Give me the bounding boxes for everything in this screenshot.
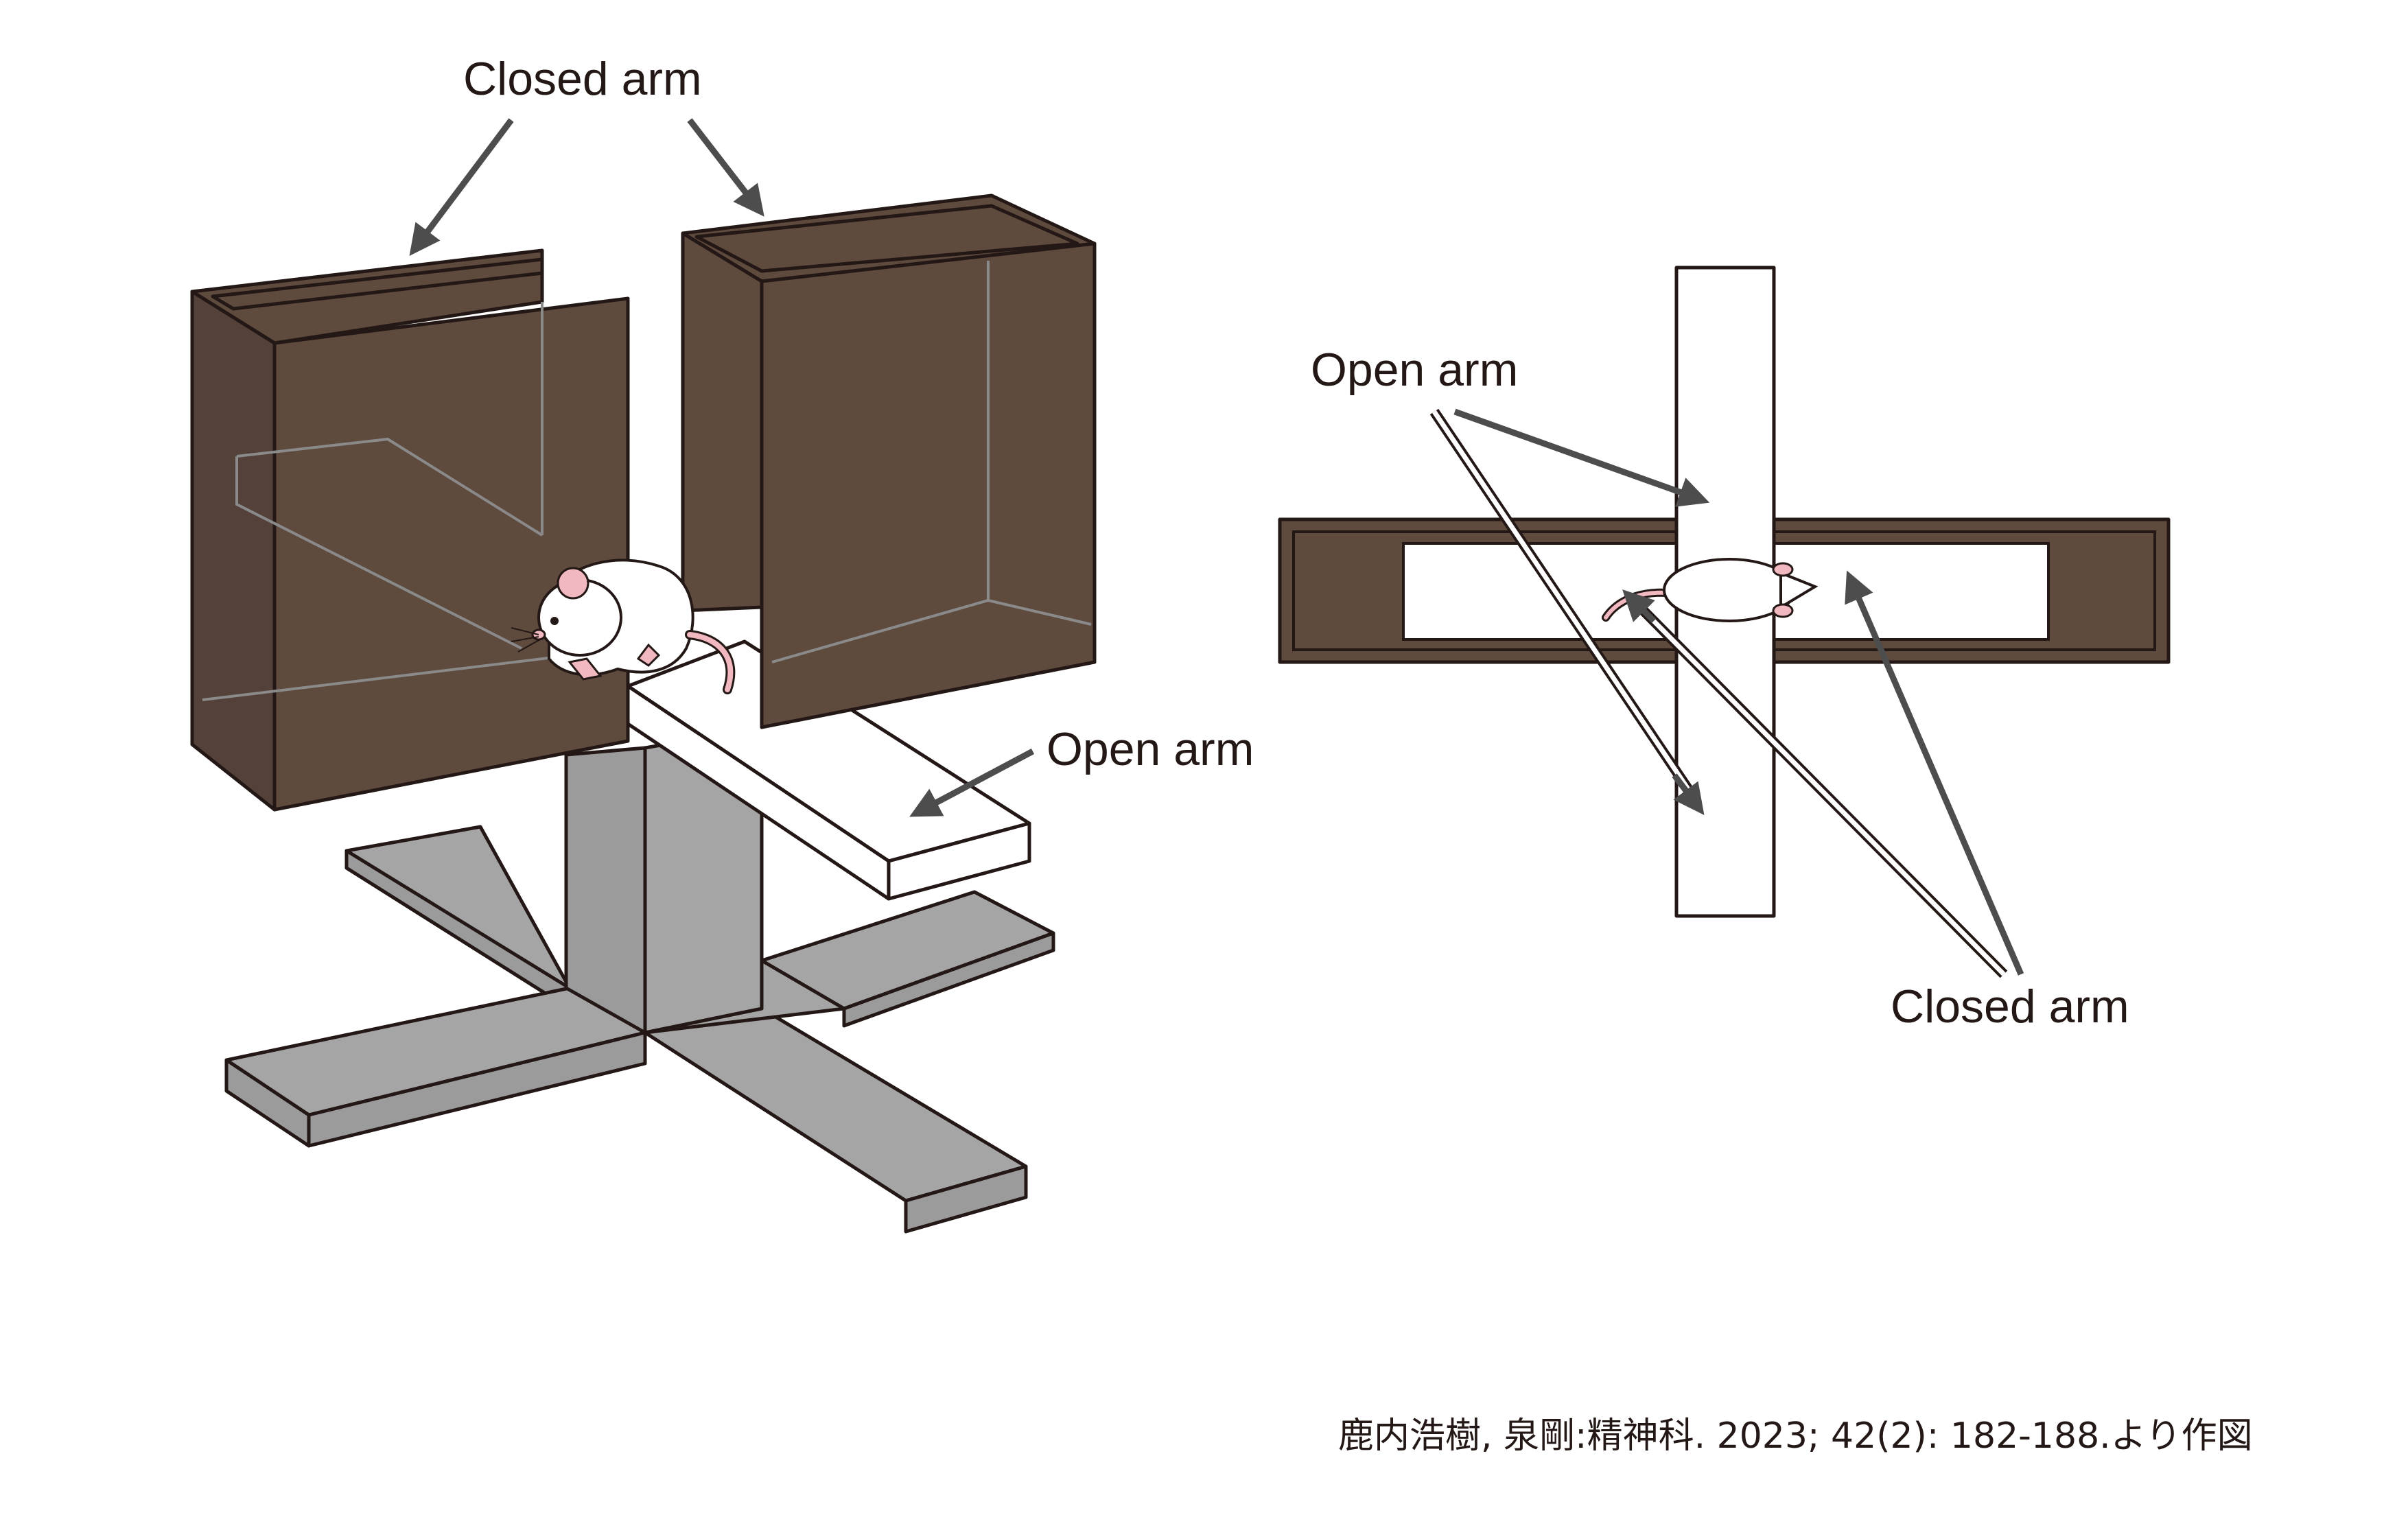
maze-3d-view: Closed arm Open arm — [190, 53, 1254, 1234]
closed-arm-right-box — [681, 193, 1097, 729]
arrow-icon — [1672, 773, 1705, 815]
citation-text: 鹿内浩樹, 泉剛:精神科. 2023; 42(2): 182-188.より作図 — [1338, 1415, 2253, 1457]
open-arm-label-left: Open arm — [1047, 723, 1254, 775]
closed-arm-label-left: Closed arm — [463, 53, 702, 105]
closed-arm-left-box — [190, 248, 630, 812]
arrow-icon — [409, 118, 514, 256]
open-arm-label-right: Open arm — [1311, 344, 1518, 396]
mouse-icon — [511, 559, 736, 694]
arrow-icon — [687, 118, 764, 217]
maze-top-view: Open arm Closed arm — [1278, 266, 2171, 1033]
stand-column — [564, 725, 764, 1035]
arrow-icon — [1845, 570, 2024, 976]
arrow-icon — [1622, 589, 1657, 624]
arrow-icon — [909, 749, 1035, 817]
arrow-icon — [1453, 408, 1710, 507]
closed-arm-label-right: Closed arm — [1891, 980, 2129, 1033]
